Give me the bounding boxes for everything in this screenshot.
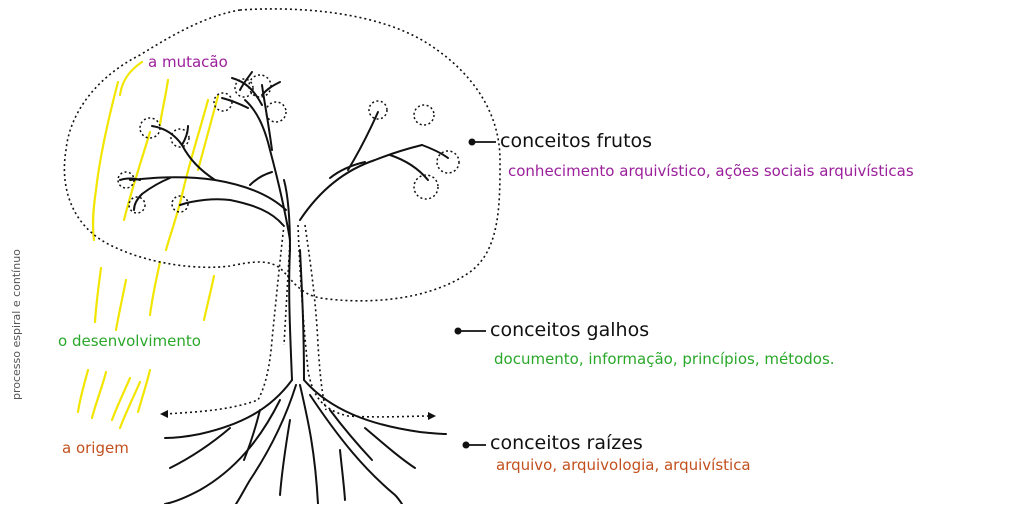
fruit (139, 117, 161, 139)
stage-label-origin: a origem (62, 439, 129, 457)
fruit (436, 150, 460, 174)
fruit (248, 74, 272, 98)
fruit (170, 128, 190, 148)
right-arrow-head-icon (428, 412, 436, 420)
crown-outline (63, 8, 501, 302)
stage-label-mutation: a mutacão (148, 53, 228, 71)
concept-examples-roots: arquivo, arquivologia, arquivística (496, 456, 751, 474)
fruit (413, 174, 439, 200)
left-arrow-head-icon (160, 410, 168, 418)
fruit (128, 196, 146, 214)
fruit (368, 100, 388, 120)
fruit (413, 104, 435, 126)
stage-label-development: o desenvolvimento (58, 332, 201, 350)
fruit (234, 78, 254, 98)
tree-branches (119, 71, 449, 381)
fruit (265, 101, 287, 123)
concept-title-branches: conceitos galhos (490, 319, 650, 341)
tree-roots (164, 379, 447, 505)
fruit (117, 171, 135, 189)
concept-title-fruits: conceitos frutos (500, 130, 653, 152)
concept-title-roots: conceitos raízes (490, 432, 643, 454)
fruit (213, 92, 233, 112)
concept-examples-fruits: conhecimento arquivístico, ações sociais… (508, 162, 914, 180)
concept-examples-branches: documento, informação, princípios, métod… (494, 350, 835, 368)
fruit-circles (117, 74, 460, 214)
fruit (171, 195, 189, 213)
vertical-caption: processo espiral e contínuo (10, 249, 23, 400)
spiral-process-strokes (76, 60, 220, 430)
connector-markers (454, 138, 496, 449)
